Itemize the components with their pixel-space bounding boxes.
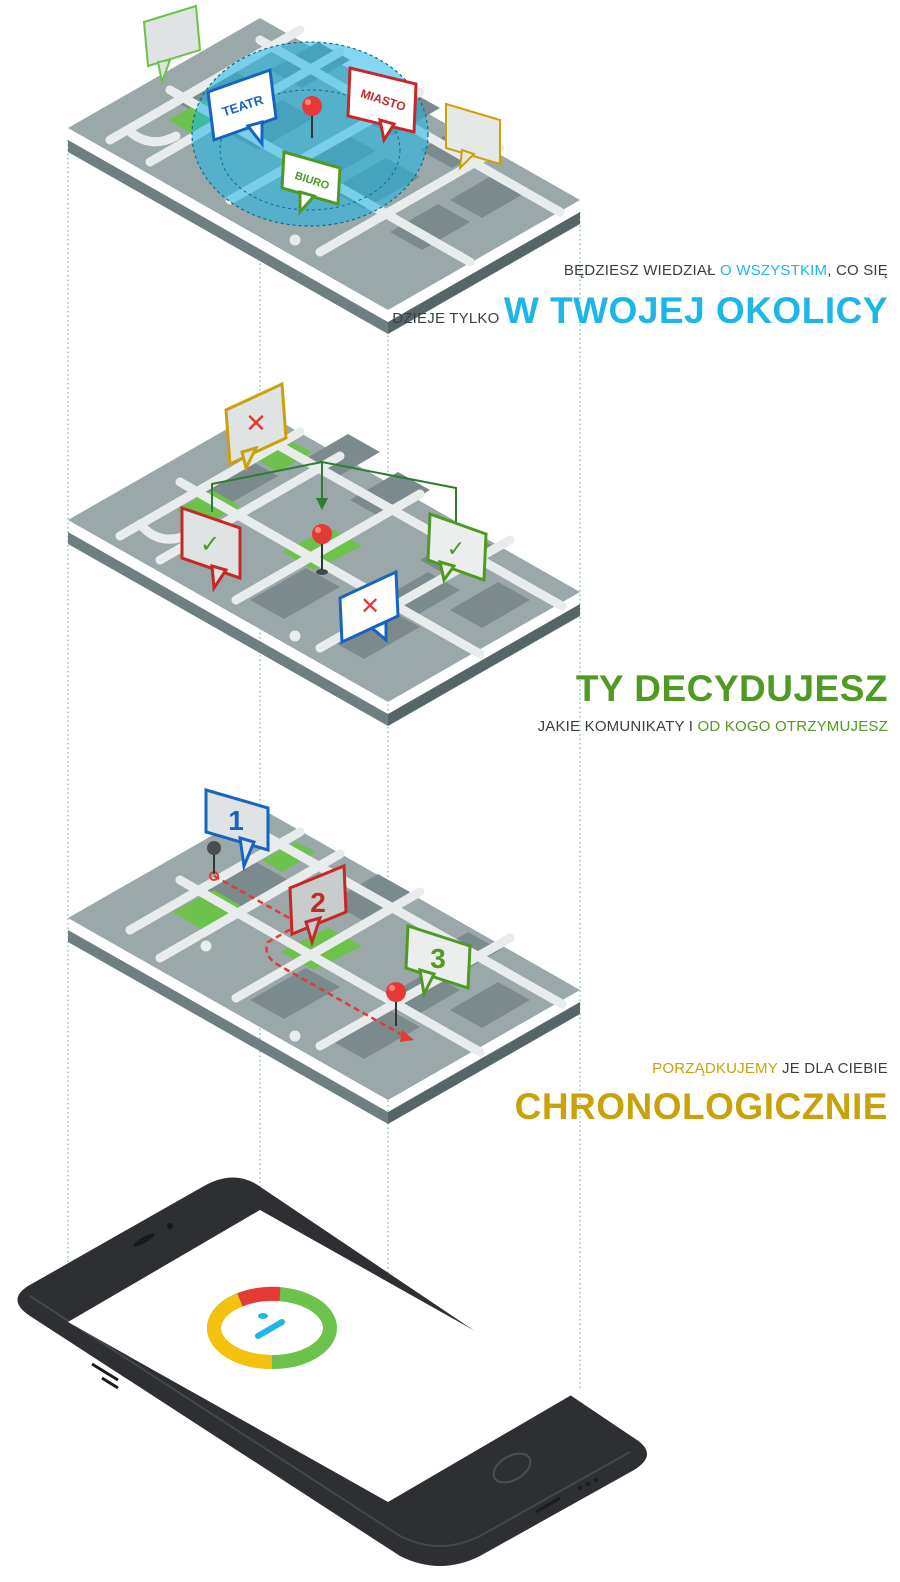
park <box>262 842 316 872</box>
empty-bubble-gold <box>445 102 501 171</box>
caption-2-line: jakie komunikaty i od kogo otrzymujesz <box>538 718 888 735</box>
phone <box>17 1177 647 1566</box>
location-pin-icon <box>386 982 406 1026</box>
roundabout <box>286 627 304 645</box>
caption-1-text-d: dzieje tylko <box>392 310 504 327</box>
bubble-step-3: 3 <box>404 923 472 999</box>
bubble-theatre: TEATR <box>206 67 278 149</box>
checkmark-icon: ✓ <box>447 536 465 561</box>
caption-2-title: Ty decydujesz <box>575 668 888 709</box>
bubble-city: MIASTO <box>346 66 418 144</box>
bubble-reject-middle: ✕ <box>338 569 400 645</box>
app-logo-icon <box>207 1286 337 1369</box>
bubble-step-1: 1 <box>204 788 270 872</box>
bubble-accept-left: ✓ <box>180 505 242 593</box>
location-pin-icon <box>312 524 332 575</box>
checkmark-icon: ✓ <box>200 531 220 558</box>
caption-1-line-1: Będziesz wiedział o wszystkim, co się <box>564 262 888 279</box>
cross-icon: ✕ <box>360 593 380 620</box>
step-3-label: 3 <box>430 943 446 974</box>
home-button <box>492 1452 532 1484</box>
earpiece <box>133 1233 155 1247</box>
phone-screen <box>68 1210 580 1502</box>
route-arrow-icon <box>213 874 405 1038</box>
caption-2-highlight: od kogo otrzymujesz <box>697 718 888 735</box>
park <box>258 442 312 472</box>
map-layer-3: 1 2 3 <box>68 788 580 1124</box>
caption-3-highlight: porządkujemy <box>652 1060 778 1077</box>
map-layer-2: ✕ ✓ ✓ ✕ <box>68 381 580 726</box>
bubble-step-2: 2 <box>288 863 348 947</box>
roundabout <box>197 937 215 955</box>
caption-1-text-a: Będziesz wiedział <box>563 262 721 279</box>
caption-1-line-2: dzieje tylko w twojej okolicy <box>392 290 888 332</box>
caption-3-line: porządkujemy je dla ciebie <box>652 1060 888 1077</box>
empty-bubble-grey <box>142 4 202 86</box>
bubble-reject-top: ✕ <box>224 381 288 473</box>
roundabout <box>286 1027 304 1045</box>
bubble-accept-right: ✓ <box>426 511 488 584</box>
bubble-office: BIURO <box>280 150 342 216</box>
front-camera <box>167 1223 173 1229</box>
start-pin-icon <box>207 841 221 881</box>
step-1-label: 1 <box>228 805 244 836</box>
roundabout <box>286 231 304 249</box>
caption-3-text-b: je dla ciebie <box>777 1060 888 1077</box>
step-2-label: 2 <box>310 887 326 918</box>
caption-3-title: chronologicznie <box>514 1086 888 1127</box>
caption-1-highlight: o wszystkim <box>720 262 828 279</box>
caption-1-title: w twojej okolicy <box>503 290 888 331</box>
cross-icon: ✕ <box>245 408 267 438</box>
caption-1-text-c: , co się <box>827 262 888 279</box>
map-layer-1: TEATR MIASTO BIURO <box>68 4 580 334</box>
caption-2-text-a: jakie komunikaty i <box>537 718 698 735</box>
location-pin-icon <box>302 96 322 138</box>
park <box>172 890 248 932</box>
